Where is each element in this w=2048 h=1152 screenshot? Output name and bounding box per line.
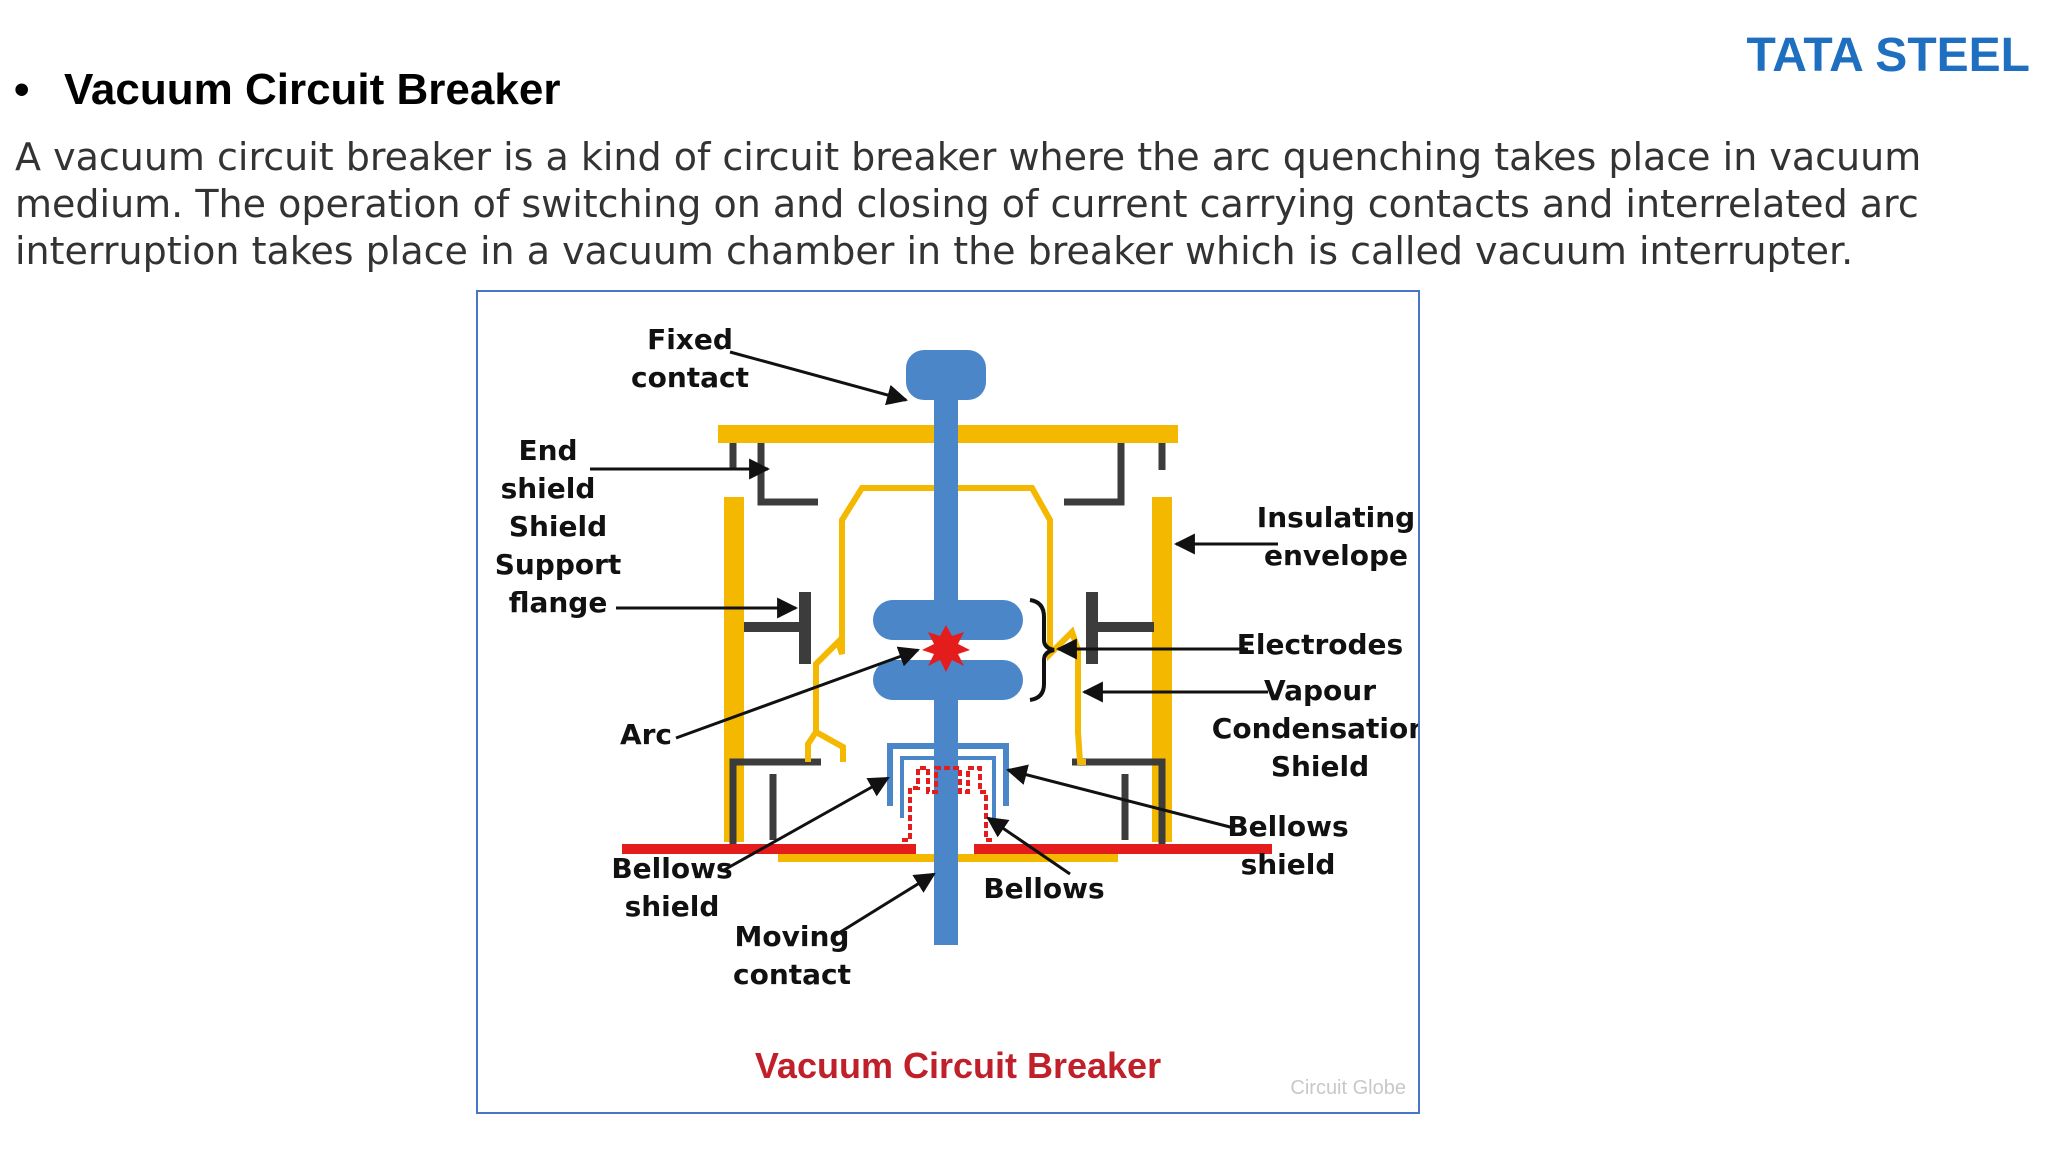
base-plate-left — [622, 844, 916, 854]
end-shield-top-right — [1064, 443, 1125, 506]
paragraph-line: medium. The operation of switching on an… — [15, 182, 1919, 226]
insulating-envelope-left — [724, 497, 744, 842]
base-plate-right — [974, 844, 1272, 854]
moving-contact-pointer — [833, 872, 936, 938]
bellows — [902, 766, 994, 842]
description-paragraph: A vacuum circuit breaker is a kind of ci… — [15, 134, 2015, 275]
electrodes-brace — [1029, 598, 1055, 702]
shield-support-flange-left — [799, 592, 811, 664]
end-shield-bottom-right — [1072, 758, 1166, 852]
arc-spark — [922, 625, 970, 672]
slide-title: • Vacuum Circuit Breaker — [14, 60, 560, 120]
electrode-bottom — [873, 660, 1023, 700]
bellows-shield-outer — [900, 756, 996, 818]
fixed-contact-cap — [906, 350, 986, 400]
tata-steel-logo: TATA STEEL — [1746, 29, 2030, 82]
shield-support-flange-right — [1086, 592, 1098, 664]
paragraph-line: interruption takes place in a vacuum cha… — [15, 229, 1854, 273]
bellows-label: Bellows — [983, 872, 1104, 905]
end-shield-bottom-left — [729, 758, 821, 852]
bullet-icon: • — [14, 65, 30, 114]
electrodes-label: Electrodes — [1237, 628, 1403, 661]
end-shield-top-left — [757, 443, 818, 506]
vapour-condensation-shield-inner — [814, 729, 846, 762]
bellows-pointer — [986, 816, 1071, 876]
insulating-envelope-right — [1152, 497, 1172, 842]
fixed-contact-pointer — [729, 350, 909, 406]
bellows-shield-right-pointer — [1005, 764, 1235, 830]
arc-pointer — [675, 646, 920, 740]
bellows-shield-left-pointer — [723, 776, 890, 872]
shield-support-flange-left-arm — [744, 622, 802, 632]
diagram-caption: Vacuum Circuit Breaker — [755, 1045, 1161, 1086]
slide-title-text: Vacuum Circuit Breaker — [64, 65, 561, 114]
arc-label: Arc — [620, 718, 672, 751]
watermark: Circuit Globe — [1290, 1077, 1406, 1099]
shield-support-flange-right-arm — [1096, 622, 1154, 632]
electrode-top — [873, 600, 1023, 640]
paragraph-line: A vacuum circuit breaker is a kind of ci… — [15, 135, 1922, 179]
